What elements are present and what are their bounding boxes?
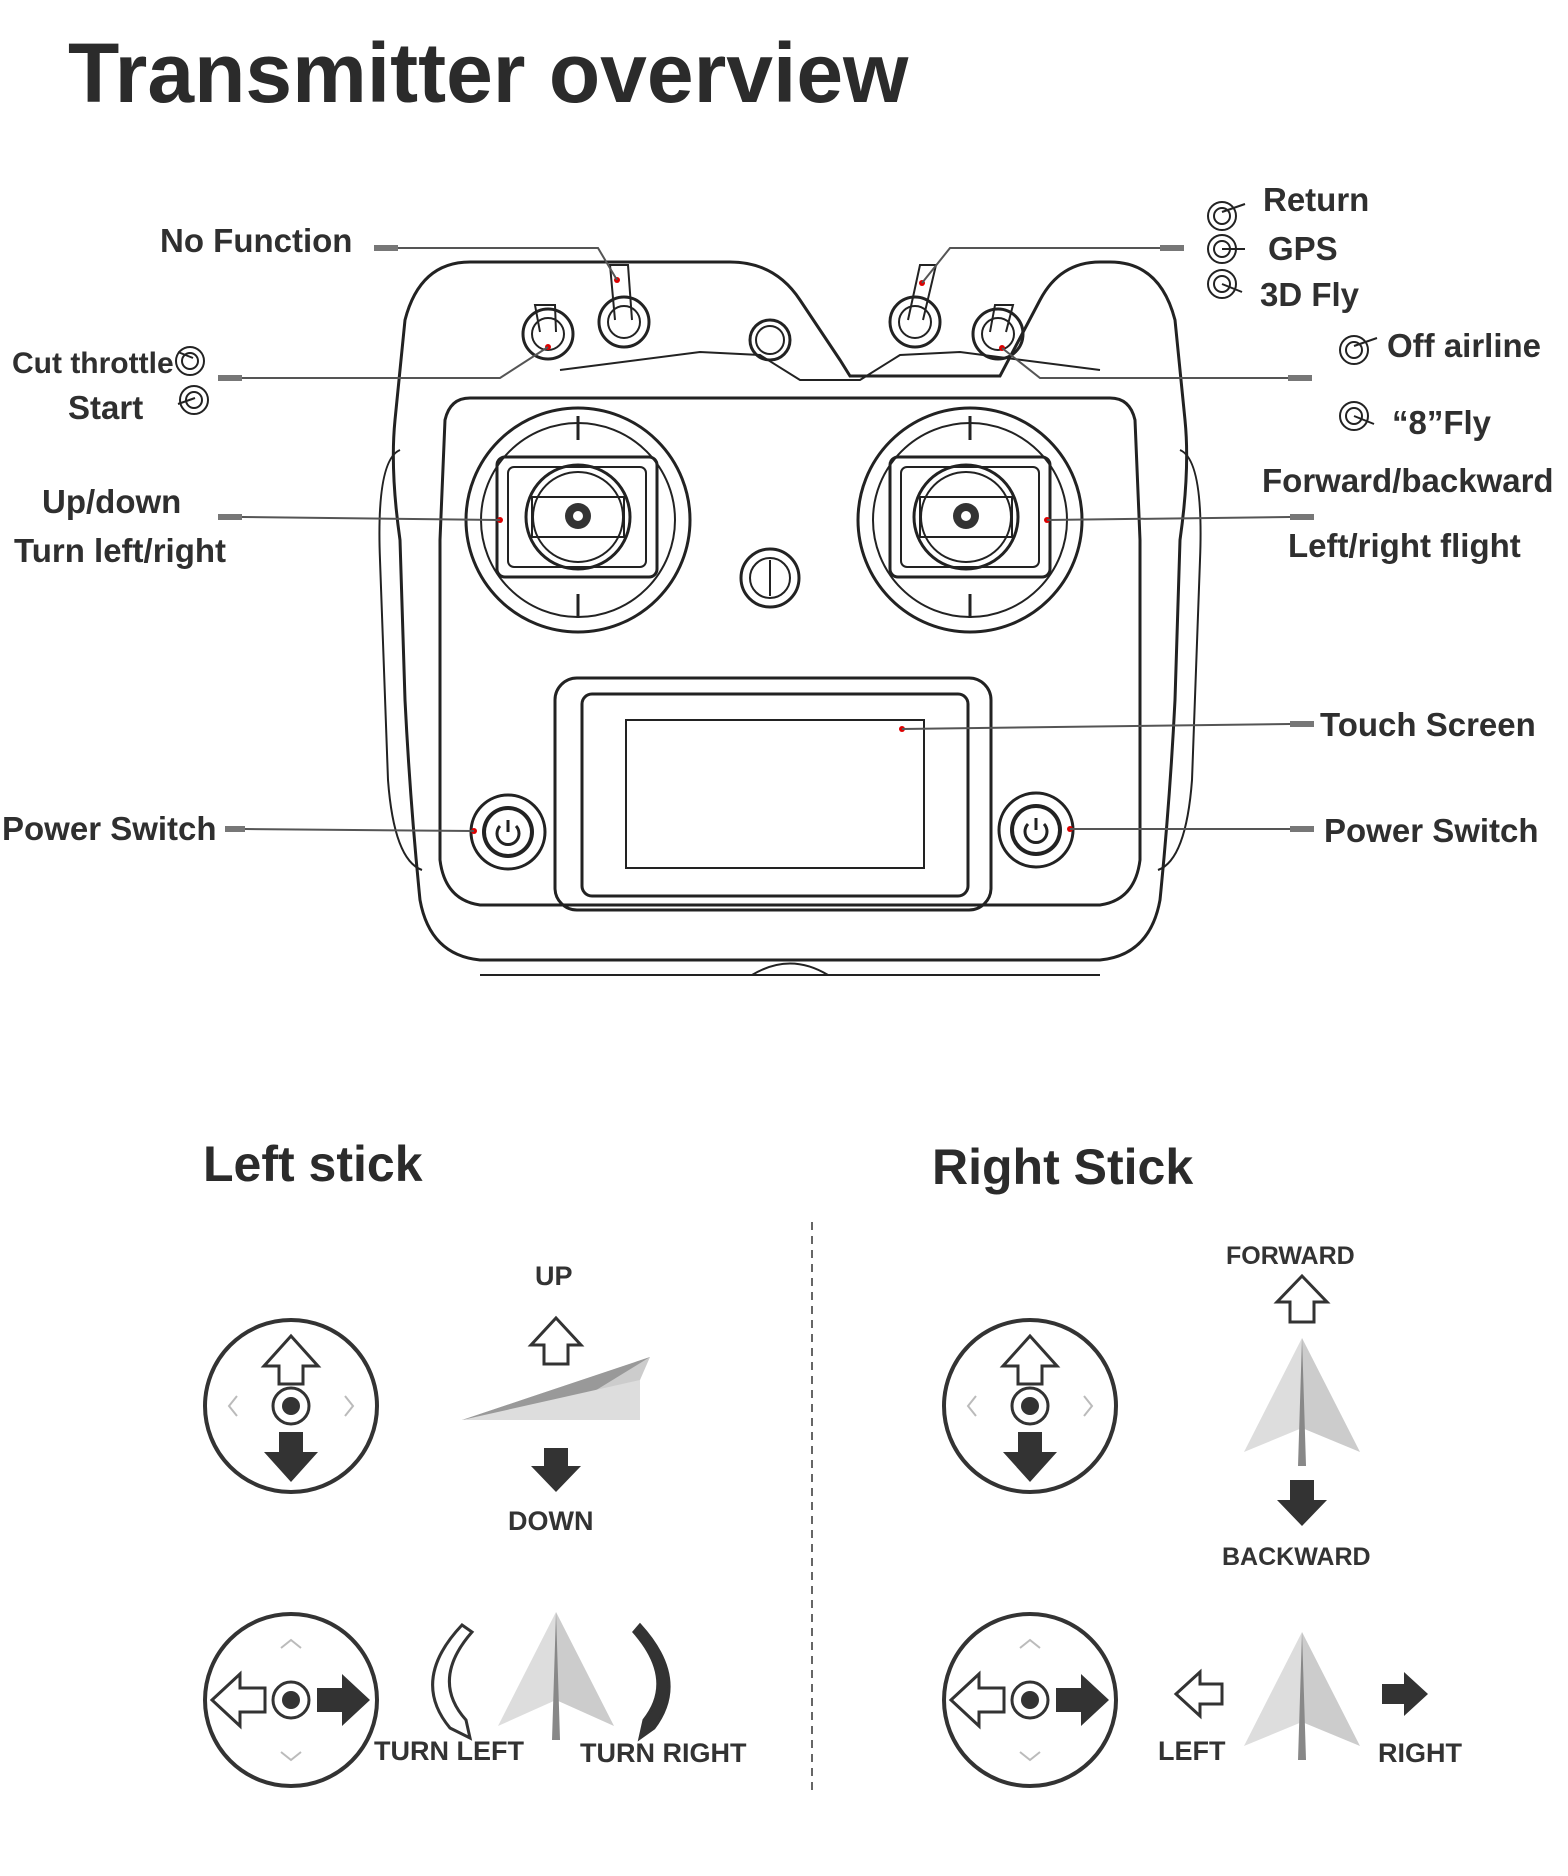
switch-cut-throttle[interactable] <box>521 304 575 361</box>
switch-no-function[interactable] <box>597 264 651 349</box>
label-no-function: No Function <box>160 222 352 259</box>
plane-top-icon <box>1244 1338 1360 1466</box>
label-left: LEFT <box>1158 1736 1226 1766</box>
right-stick-heading: Right Stick <box>932 1139 1193 1195</box>
label-touch-screen: Touch Screen <box>1320 706 1536 743</box>
switch-off-airline[interactable] <box>971 304 1025 361</box>
up-arrow-icon <box>999 1333 1061 1386</box>
label-cut-throttle: Cut throttle <box>12 347 174 380</box>
left-arrow-icon <box>209 1670 267 1730</box>
label-gps: GPS <box>1268 230 1338 267</box>
label-8-fly: “8”Fly <box>1392 404 1492 441</box>
label-forward: FORWARD <box>1226 1242 1355 1270</box>
label-turn-left: TURN LEFT <box>374 1736 524 1766</box>
label-up-down: Up/down <box>42 483 181 520</box>
toggle-switch-icon <box>177 385 209 415</box>
up-arrow-icon <box>260 1333 322 1386</box>
up-arrow-icon <box>1273 1273 1331 1324</box>
label-off-airline: Off airline <box>1387 327 1541 364</box>
label-power-switch-right: Power Switch <box>1324 812 1539 849</box>
down-arrow-icon <box>1277 1480 1327 1526</box>
toggle-switch-icon <box>1339 401 1375 431</box>
label-power-switch-left: Power Switch <box>2 810 217 847</box>
leader-lines <box>218 245 1314 832</box>
toggle-switch-icon <box>1339 335 1378 365</box>
toggle-icons <box>175 201 1378 431</box>
label-return: Return <box>1263 181 1369 218</box>
label-start: Start <box>68 389 143 426</box>
label-turn-right: TURN RIGHT <box>580 1738 747 1768</box>
right-arrow-icon <box>1056 1674 1109 1726</box>
left-stick-heading: Left stick <box>203 1136 423 1192</box>
right-stick-vertical-diagram <box>942 1318 1118 1494</box>
power-button-left[interactable] <box>469 793 547 871</box>
plane-top-icon <box>1244 1632 1360 1760</box>
toggle-switch-icon <box>1207 234 1245 264</box>
label-forward-backward: Forward/backward <box>1262 462 1554 499</box>
toggle-switch-icon <box>1207 269 1243 299</box>
power-button-right[interactable] <box>997 791 1075 869</box>
turn-left-arrow-icon <box>431 1623 475 1741</box>
label-backward: BACKWARD <box>1222 1543 1371 1571</box>
switch-mode[interactable] <box>888 264 942 349</box>
transmitter-body <box>378 260 1202 976</box>
left-stick-vertical-diagram <box>203 1318 379 1494</box>
down-arrow-icon <box>1003 1432 1057 1482</box>
down-arrow-icon <box>264 1432 318 1482</box>
left-arrow-icon <box>948 1670 1006 1730</box>
turn-right-arrow-icon <box>632 1622 671 1742</box>
plane-top-icon <box>498 1612 614 1740</box>
label-right: RIGHT <box>1378 1738 1463 1768</box>
left-stick-horizontal-diagram <box>203 1612 379 1788</box>
label-3d-fly: 3D Fly <box>1260 276 1360 313</box>
plane-side-icon <box>462 1357 650 1420</box>
label-down: DOWN <box>508 1506 593 1536</box>
right-stick-horizontal-diagram <box>942 1612 1118 1788</box>
toggle-switch-icon <box>175 346 205 376</box>
right-arrow-icon <box>1382 1672 1428 1716</box>
page-title: Transmitter overview <box>68 26 909 120</box>
label-up: UP <box>535 1261 573 1291</box>
left-arrow-icon <box>1173 1668 1224 1720</box>
label-turn-left-right: Turn left/right <box>14 532 226 569</box>
toggle-switch-icon <box>1207 201 1246 231</box>
down-arrow-icon <box>531 1448 581 1492</box>
right-arrow-icon <box>317 1674 370 1726</box>
touch-screen[interactable] <box>553 676 993 912</box>
up-arrow-icon <box>527 1315 585 1366</box>
label-left-right-flight: Left/right flight <box>1288 527 1521 564</box>
